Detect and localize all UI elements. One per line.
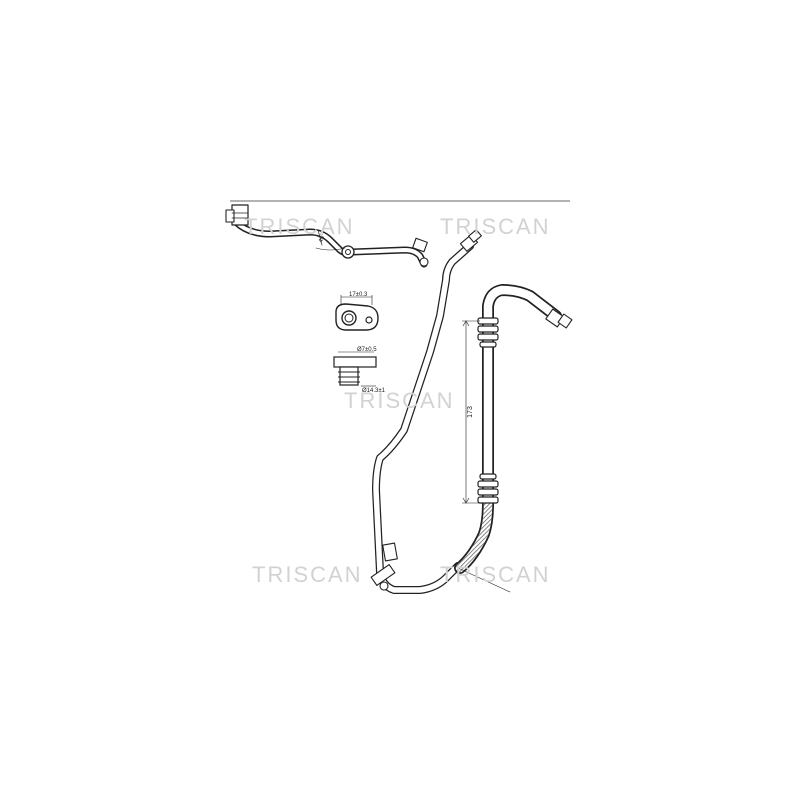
- stub-flange: [333, 356, 377, 368]
- angle-dimension: 45°: [318, 233, 327, 244]
- long-left-pipe-inner: [373, 243, 473, 593]
- top-crimp-rings: [477, 317, 499, 348]
- upper-clamp: [341, 245, 355, 259]
- right-pipe-end-fitting: [545, 308, 573, 329]
- right-pipe: [454, 284, 573, 593]
- upper-left-fitting-cap: [225, 209, 235, 223]
- long-left-pipe-outer: [372, 242, 474, 594]
- stub-body: [339, 366, 359, 386]
- right-pipe-inner: [455, 285, 561, 573]
- left-pipe-bottom-bracket: [370, 542, 398, 591]
- leader-line: [457, 567, 511, 593]
- flange-body: [335, 303, 379, 331]
- flange-bolt-hole: [365, 316, 373, 324]
- watermark-top-right: TRISCAN: [440, 214, 551, 239]
- flange-width-dimension: 17±0.3: [349, 292, 368, 298]
- left-pipe-top-fitting: [459, 229, 482, 252]
- stub-inner-diameter-dimension: Ø7±0.5: [357, 347, 377, 353]
- bottom-crimp-rings: [477, 473, 499, 504]
- watermark-top-left: TRISCAN: [244, 214, 355, 239]
- upper-right-end-fitting: [412, 237, 428, 253]
- stub-outer-diameter-dimension: Ø14.3±1: [362, 388, 386, 394]
- long-left-pipe: [370, 229, 482, 594]
- right-pipe-outer: [454, 284, 562, 574]
- watermark-center: TRISCAN: [344, 388, 455, 413]
- upper-pipe-assembly: [225, 204, 429, 268]
- upper-pipe-inner: [234, 212, 426, 266]
- length-dimension: 173: [467, 406, 474, 418]
- angle-dimension-line: [317, 229, 323, 246]
- watermark-bottom-right: TRISCAN: [440, 562, 551, 587]
- length-dimension-lines: [462, 320, 480, 504]
- watermark-bottom-left: TRISCAN: [252, 562, 363, 587]
- braided-hose-section: [455, 501, 493, 573]
- flange-bore: [341, 310, 357, 326]
- flange-detail: [335, 295, 379, 331]
- stub-detail: [333, 351, 377, 387]
